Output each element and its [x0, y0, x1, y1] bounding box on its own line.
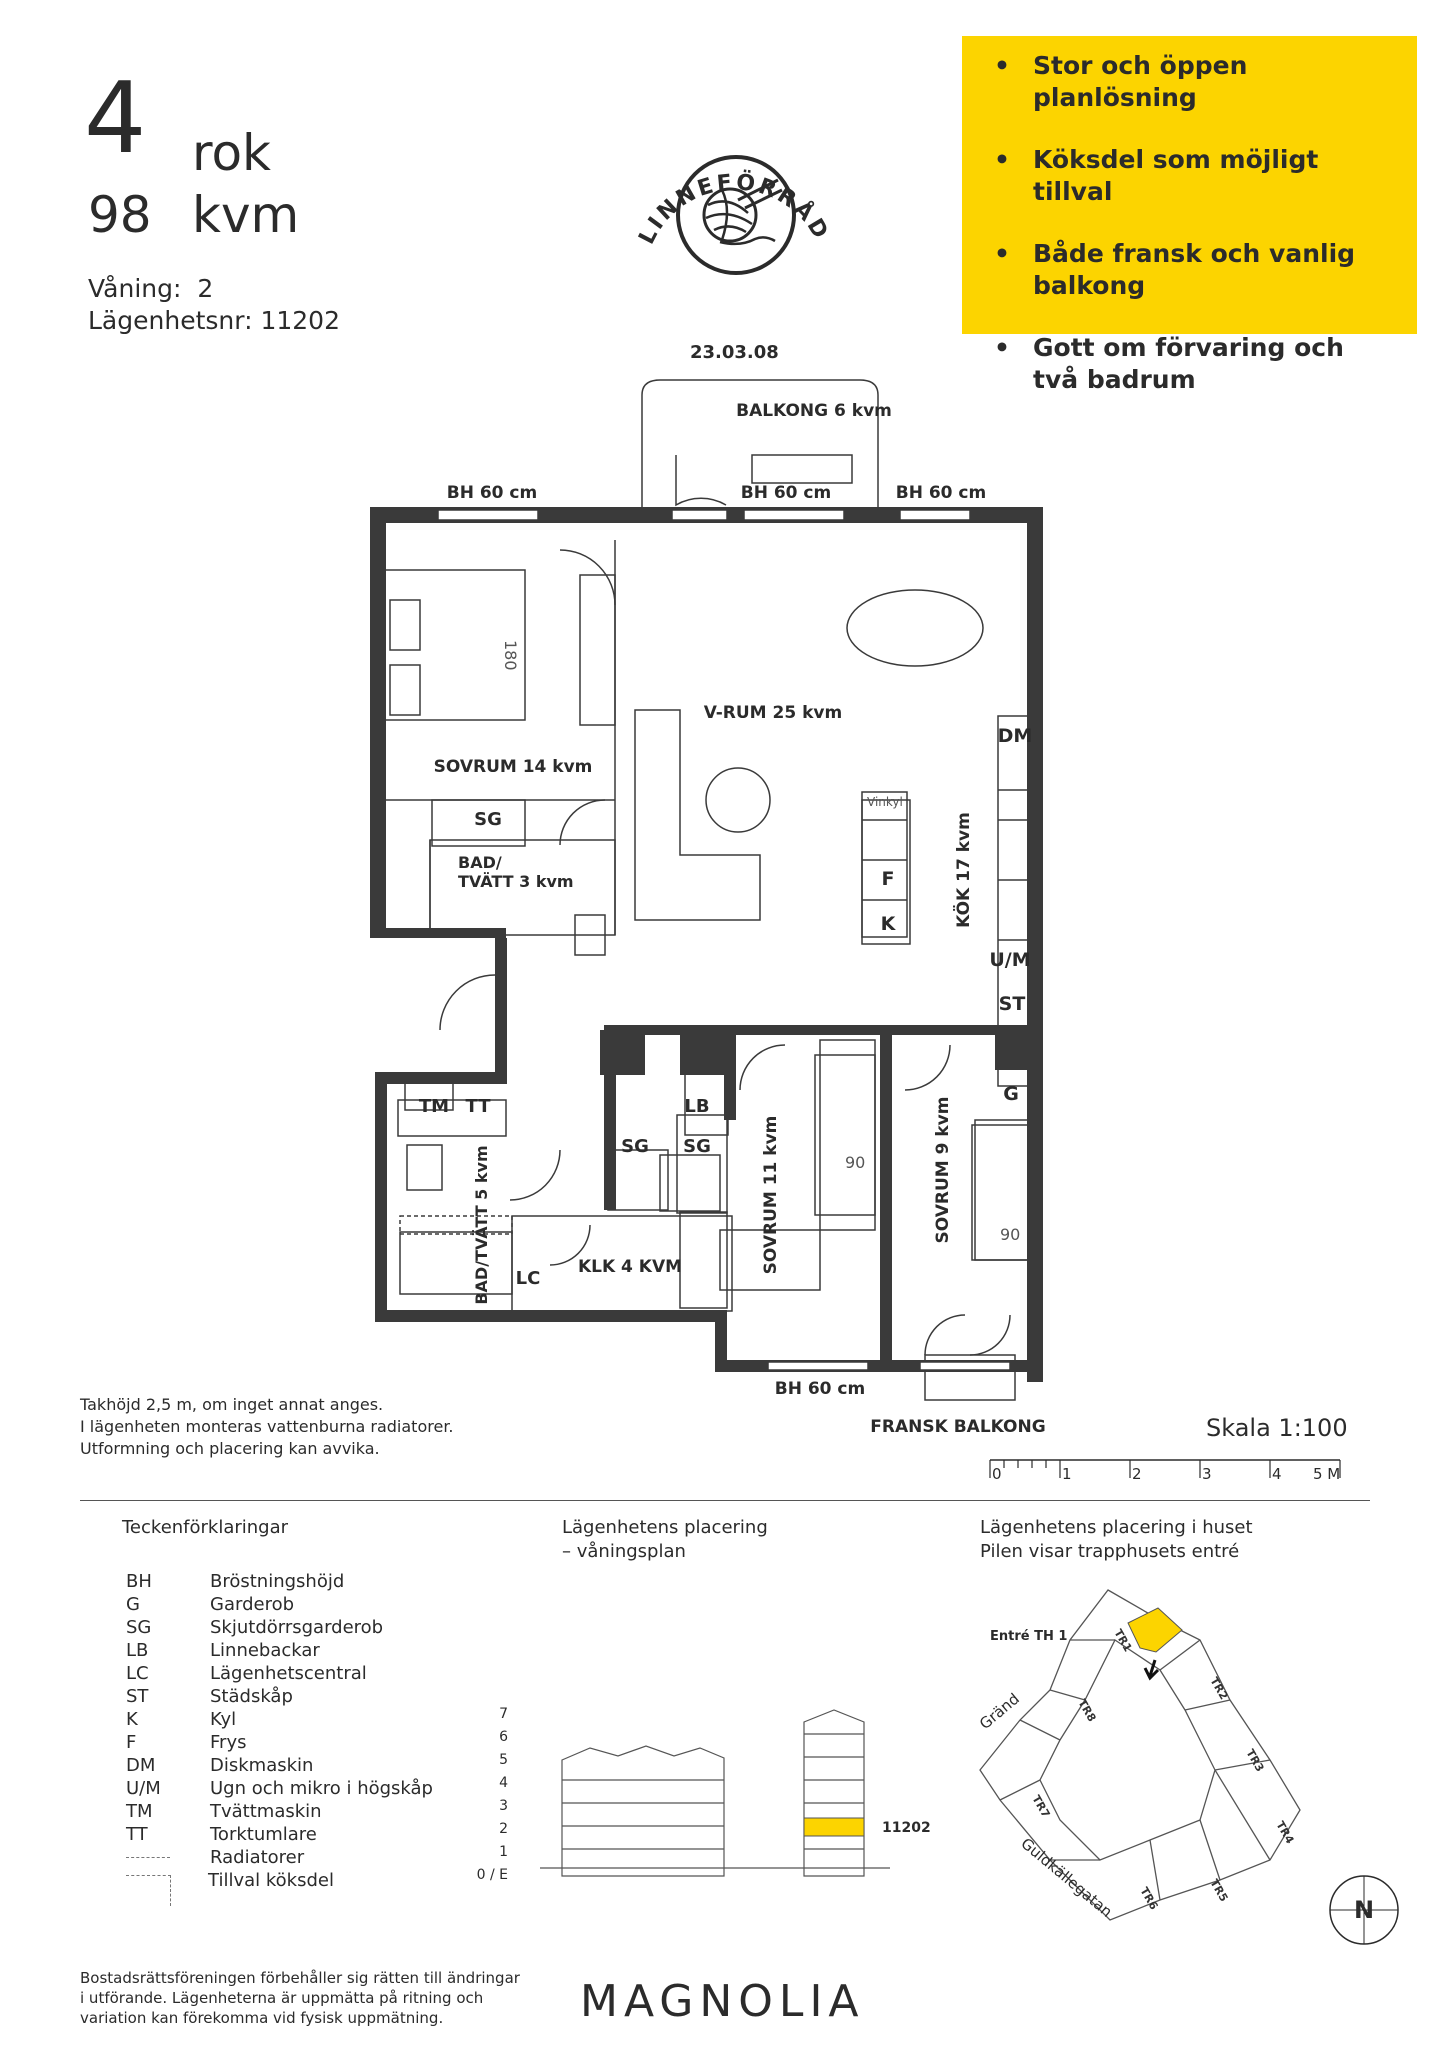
street-label: Guldkällegatan	[1017, 1834, 1115, 1921]
feature-item: Köksdel som möjligt tillval	[988, 144, 1397, 208]
bh-label-1: BH 60 cm	[447, 483, 537, 503]
bed-180-label: 180	[501, 640, 520, 671]
plan-date: 23.03.08	[690, 342, 779, 363]
disclaimer-line: Bostadsrättsföreningen förbehåller sig r…	[80, 1969, 520, 1987]
site-plan: TR1 TR2 TR3 TR4 TR5 TR6 TR7 TR8 Entré TH…	[976, 1589, 1399, 1945]
um-label: U/M	[989, 949, 1030, 971]
floor-label: Våning:	[88, 274, 182, 303]
tm-label: TM	[419, 1096, 449, 1117]
stair-label: TR4	[1273, 1819, 1296, 1846]
floor-row: Våning: 2	[88, 274, 213, 303]
floor-number: 0 / E	[477, 1867, 508, 1883]
bh-label-2: BH 60 cm	[741, 483, 831, 503]
bed-90-label-1: 90	[845, 1153, 865, 1172]
note-line: Takhöjd 2,5 m, om inget annat anges.	[80, 1395, 384, 1414]
bh-label-3: BH 60 cm	[896, 483, 986, 503]
north-label: N	[1354, 1896, 1374, 1924]
disclaimer: Bostadsrättsföreningen förbehåller sig r…	[80, 1968, 520, 2028]
feature-box: Stor och öppen planlösning Köksdel som m…	[962, 36, 1417, 394]
entrance-label: Entré TH 1	[990, 1629, 1067, 1644]
linneforradet-logo: LINNEFÖRRÅDET	[610, 90, 834, 275]
st-label: ST	[999, 993, 1026, 1015]
bad-label-line1: BAD/	[458, 853, 502, 872]
badtvatt5-label: BAD/TVÄTT 5 kvm	[472, 1145, 491, 1304]
sg-label-3: SG	[683, 1136, 711, 1157]
note-line: I lägenheten monteras vattenburna radiat…	[80, 1417, 454, 1436]
logo-text: LINNEFÖRRÅDET	[610, 90, 831, 248]
f-label: F	[882, 868, 895, 890]
floor-placement-diagram: 7 6 5 4 3 2 1 0 / E -1 11202	[477, 1706, 931, 1883]
plan-notes: Takhöjd 2,5 m, om inget annat anges. I l…	[80, 1394, 454, 1460]
floor-plan: BALKONG 6 kvm BH 60 cm BH 60 cm BH 60 cm…	[370, 379, 1046, 1437]
apartment-number-row: Lägenhetsnr: 11202	[88, 306, 340, 335]
scale-tick: 1	[1062, 1465, 1072, 1483]
vinkyl-label: Vinkyl	[867, 795, 903, 809]
rooms-unit: rok	[192, 124, 272, 182]
sovrum9-label: SOVRUM 9 kvm	[933, 1097, 953, 1244]
scale-bar: 0 1 2 3 4 5 M	[989, 1459, 1341, 1483]
floor-placement-title-line2: – våningsplan	[562, 1541, 686, 1562]
north-arrow-icon: N	[1329, 1875, 1399, 1945]
disclaimer-line: variation kan förekomma vid fysisk uppmä…	[80, 2009, 444, 2027]
svg-text:LINNEFÖRRÅDET: LINNEFÖRRÅDET	[610, 90, 834, 248]
legend-title: Teckenförklaringar	[122, 1517, 289, 1538]
street-label: Gränd	[976, 1690, 1023, 1733]
stair-label: TR5	[1207, 1877, 1230, 1904]
apartment-number-value: 11202	[260, 306, 340, 335]
note-line: Utformning och placering kan avvika.	[80, 1439, 380, 1458]
scale-tick: 3	[1202, 1465, 1212, 1483]
divider	[80, 1500, 1370, 1501]
floor-number: 7	[499, 1706, 508, 1722]
g-label: G	[1003, 1083, 1019, 1105]
floor-number: 6	[499, 1729, 508, 1745]
scale-tick: 2	[1132, 1465, 1142, 1483]
floor-number: 5	[499, 1752, 508, 1768]
floor-apartment-label: 11202	[882, 1820, 931, 1836]
house-placement-title-line2: Pilen visar trapphusets entré	[980, 1541, 1240, 1562]
feature-item: Både fransk och vanlig balkong	[988, 238, 1363, 302]
floor-number: 3	[499, 1798, 508, 1814]
scale-tick: 5 M	[1313, 1465, 1340, 1483]
bed-90-label-2: 90	[1000, 1225, 1020, 1244]
feature-item: Gott om förvaring och två badrum	[988, 332, 1393, 396]
house-placement-title: Lägenhetens placering i huset Pilen visa…	[980, 1516, 1253, 1564]
stair-label: TR3	[1243, 1747, 1266, 1774]
scale-tick: 4	[1272, 1465, 1282, 1483]
rooms-number: 4	[84, 62, 147, 176]
scale-label: Skala 1:100	[1206, 1414, 1348, 1442]
bh-label-4: BH 60 cm	[775, 1379, 865, 1399]
dm-label: DM	[998, 725, 1033, 747]
stair-label: TR2	[1207, 1675, 1230, 1702]
floor-number: 2	[499, 1821, 508, 1837]
area-number: 98	[88, 186, 152, 244]
feature-item: Stor och öppen planlösning	[988, 50, 1397, 114]
floor-placement-title: Lägenhetens placering – våningsplan	[562, 1516, 768, 1564]
floor-placement-title-line1: Lägenhetens placering	[562, 1517, 768, 1538]
fransk-balkong-label: FRANSK BALKONG	[870, 1417, 1045, 1437]
vrum-label: V-RUM 25 kvm	[704, 703, 842, 723]
sovrum14-label: SOVRUM 14 kvm	[434, 757, 593, 777]
k-label: K	[881, 913, 897, 935]
house-placement-title-line1: Lägenhetens placering i huset	[980, 1517, 1253, 1538]
scale-tick: 0	[992, 1465, 1002, 1483]
brand-logo: MAGNOLIA	[580, 1976, 865, 2027]
klk-label: KLK 4 KVM	[578, 1257, 682, 1277]
floor-number: 1	[499, 1844, 508, 1860]
disclaimer-line: i utförande. Lägenheterna är uppmätta på…	[80, 1989, 484, 2007]
sg-label-2: SG	[621, 1136, 649, 1157]
tt-label: TT	[466, 1096, 492, 1117]
balkong-label: BALKONG 6 kvm	[736, 401, 892, 421]
apartment-number-label: Lägenhetsnr:	[88, 306, 253, 335]
floor-number: 4	[499, 1775, 508, 1791]
area-unit: kvm	[192, 186, 300, 244]
kok-label: KÖK 17 kvm	[952, 812, 974, 928]
sovrum11-label: SOVRUM 11 kvm	[761, 1116, 781, 1275]
bad-label-line2: TVÄTT 3 kvm	[458, 872, 574, 891]
sg-label-1: SG	[474, 809, 502, 830]
lc-label: LC	[516, 1268, 541, 1289]
lb-label: LB	[684, 1096, 709, 1117]
floor-value: 2	[197, 274, 214, 303]
